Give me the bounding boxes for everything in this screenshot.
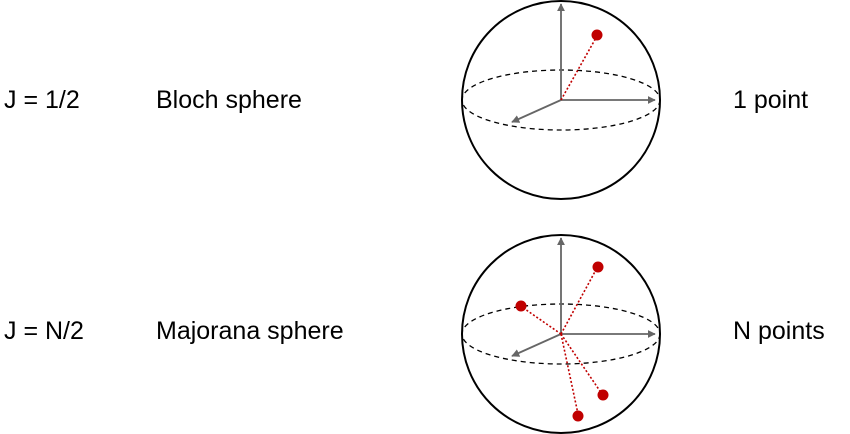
- majorana-vector-3: [560, 333, 603, 395]
- majorana-sphere-graphic: [461, 234, 661, 434]
- bloch-state-vector: [560, 35, 598, 101]
- majorana-vector-1: [560, 267, 598, 335]
- majorana-point-1: [592, 261, 604, 273]
- bloch-state-point: [591, 29, 603, 41]
- row-majorana: J = N/2 Majorana sphere N points: [4, 234, 825, 434]
- spin-label-n-half: J = N/2: [4, 317, 84, 345]
- bloch-x-axis: [511, 99, 562, 123]
- row-bloch: J = 1/2 Bloch sphere 1 point: [4, 0, 808, 200]
- spin-label-half: J = 1/2: [4, 86, 80, 114]
- bloch-sphere-label: Bloch sphere: [156, 86, 302, 114]
- bloch-sphere-graphic: [461, 0, 661, 200]
- majorana-point-4: [572, 410, 584, 422]
- majorana-point-2: [515, 300, 527, 312]
- majorana-vector-2: [521, 306, 562, 335]
- majorana-point-3: [597, 389, 609, 401]
- majorana-vector-4: [560, 333, 579, 415]
- point-count-one: 1 point: [733, 86, 808, 114]
- majorana-x-axis: [511, 333, 562, 357]
- majorana-sphere-label: Majorana sphere: [156, 317, 344, 345]
- point-count-n: N points: [733, 317, 825, 345]
